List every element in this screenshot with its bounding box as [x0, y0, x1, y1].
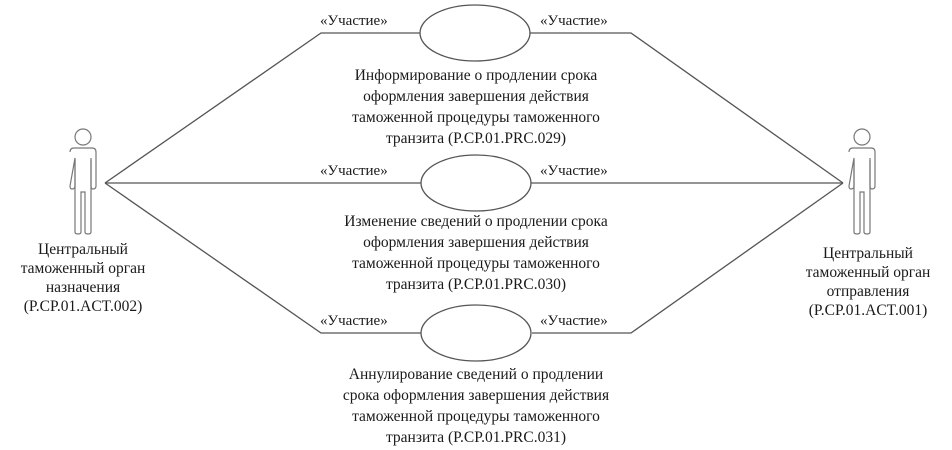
use-case-ellipse-uc3	[420, 304, 532, 362]
association-right-uc1	[530, 32, 844, 184]
use-case-line: транзита (P.CP.01.PRC.029)	[385, 130, 567, 147]
use-case-ellipse-uc1	[419, 4, 531, 62]
stereotype-label: «Участие»	[320, 163, 388, 179]
stereotype-label: «Участие»	[320, 313, 388, 329]
association-left-uc1	[104, 32, 420, 184]
use-case-line: оформления завершения действия	[363, 234, 589, 251]
use-case-line: Аннулирование сведений о продлении	[348, 366, 604, 383]
use-case-line: Изменение сведений о продлении срока	[344, 213, 608, 230]
actor-icon-right	[848, 128, 876, 235]
stereotype-label: «Участие»	[540, 13, 608, 29]
use-case-line: таможенной процедуры таможенного	[352, 255, 600, 272]
stereotype-label: «Участие»	[320, 13, 388, 29]
actor-label-right: Центральный таможенный орган отправления…	[788, 244, 948, 320]
use-case-label-uc2: Изменение сведений о продлении срока офо…	[326, 211, 626, 295]
actor-line: (P.CP.01.ACT.002)	[23, 298, 143, 315]
use-case-line: таможенной процедуры таможенного	[352, 109, 600, 126]
actor-line: Центральный	[823, 245, 913, 262]
use-case-line: таможенной процедуры таможенного	[352, 408, 600, 425]
actor-line: таможенный орган	[805, 264, 931, 281]
use-case-ellipse-uc2	[420, 154, 532, 212]
stereotype-label: «Участие»	[540, 313, 608, 329]
use-case-line: транзита (P.CP.01.PRC.031)	[385, 429, 567, 446]
use-case-line: срока оформления завершения действия	[342, 387, 610, 404]
actor-line: (P.CP.01.ACT.001)	[808, 302, 928, 319]
actor-label-left: Центральный таможенный орган назначения …	[3, 240, 163, 316]
actor-line: Центральный	[38, 241, 128, 258]
actor-icon-left	[69, 128, 97, 235]
actor-line: назначения	[45, 279, 121, 296]
use-case-line: оформления завершения действия	[363, 88, 589, 105]
stereotype-label: «Участие»	[540, 163, 608, 179]
association-left-uc3	[104, 182, 421, 334]
use-case-line: Информирование о продлении срока	[354, 67, 598, 84]
use-case-line: транзита (P.CP.01.PRC.030)	[385, 276, 567, 293]
association-right-uc3	[532, 182, 844, 334]
actor-line: отправления	[826, 283, 910, 300]
use-case-label-uc3: Аннулирование сведений о продлении срока…	[326, 364, 626, 448]
actor-line: таможенный орган	[20, 260, 146, 277]
use-case-label-uc1: Информирование о продлении срока оформле…	[326, 65, 626, 149]
